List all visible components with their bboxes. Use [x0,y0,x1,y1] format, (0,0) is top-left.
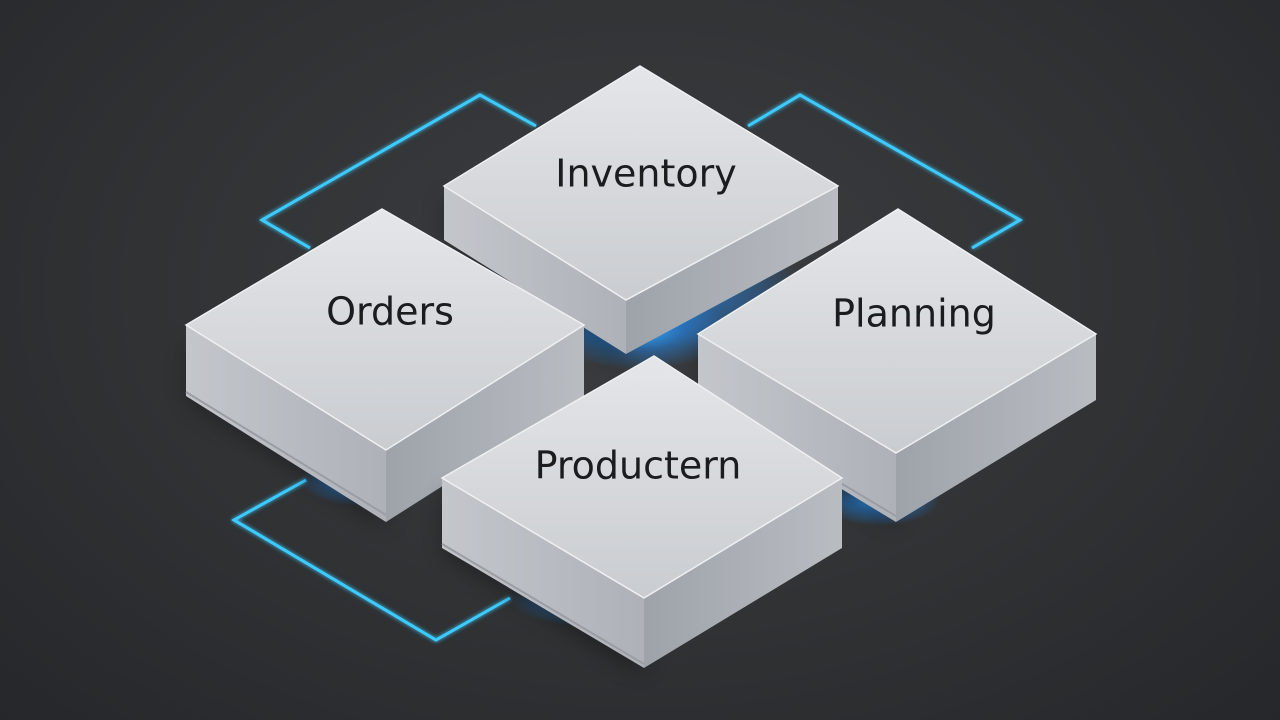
block-planning[interactable]: Planning [696,208,1098,526]
block-orders[interactable]: Orders [184,208,586,526]
block-inventory-top-face [442,65,840,301]
block-production-label: Productern [535,444,742,488]
block-production-top-face [440,355,844,599]
block-orders-top-face [184,208,586,451]
block-orders-left-face [186,325,386,522]
block-inventory-right-face [626,186,838,354]
connector-bottom-left [230,478,511,642]
connector-top-right [747,93,1024,250]
block-planning-right-face [896,334,1096,522]
connector-top-left [259,93,537,250]
block-planning-left-face [698,334,896,522]
block-production-left-face [442,478,644,668]
block-inventory-left-face [444,186,626,354]
block-planning-top-face [696,208,1098,454]
block-planning-label: Planning [832,292,996,336]
block-production[interactable]: Productern [440,355,844,672]
block-orders-right-face [386,325,584,522]
block-production-right-face [644,478,842,668]
block-orders-label: Orders [326,290,454,334]
connector-lines [230,93,1024,642]
block-inventory-label: Inventory [555,152,737,196]
